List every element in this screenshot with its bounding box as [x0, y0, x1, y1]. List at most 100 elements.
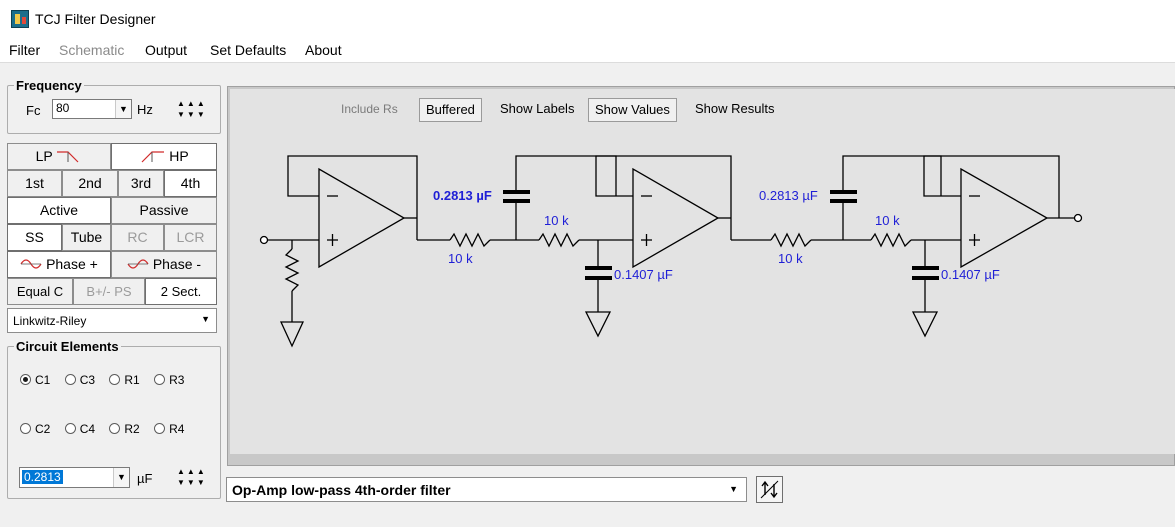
element-unit: µF [137, 471, 153, 486]
circuit-elements-group: Circuit Elements [7, 339, 221, 499]
radio-r3[interactable]: R3 [154, 373, 184, 387]
label-c2-stage1: 0.1407 µF [614, 267, 673, 282]
radio-c3-label: C3 [79, 373, 96, 387]
radio-icon [109, 374, 121, 385]
radio-icon [20, 423, 31, 434]
element-value-combo[interactable]: 0.2813 ▼ [19, 467, 130, 488]
show-values-toggle[interactable]: Show Values [588, 98, 677, 122]
spin-down-icon[interactable]: ▼▼▼ [177, 478, 207, 487]
schematic-frame: Include Rs Buffered Show Labels Show Val… [227, 86, 1175, 466]
sine-wave-icon [20, 259, 42, 269]
order-4-button[interactable]: 4th [164, 170, 217, 197]
phase-plus-label: Phase + [46, 256, 98, 272]
active-button[interactable]: Active [7, 197, 111, 224]
order-2-button[interactable]: 2nd [62, 170, 118, 197]
frequency-combo[interactable]: 80 ▼ [52, 99, 132, 119]
label-r1-stage2: 10 k [778, 251, 803, 266]
ss-button[interactable]: SS [7, 224, 62, 251]
radio-c3[interactable]: C3 [64, 373, 96, 387]
menu-filter[interactable]: Filter [9, 42, 41, 58]
phase-plus-button[interactable]: Phase + [7, 251, 111, 278]
radio-icon [64, 423, 76, 434]
radio-r1[interactable]: R1 [109, 373, 140, 387]
order-1-button[interactable]: 1st [7, 170, 62, 197]
highpass-icon [141, 151, 165, 163]
ground-icon [911, 311, 939, 338]
radio-selected-icon [20, 374, 31, 385]
radio-c4[interactable]: C4 [64, 422, 96, 436]
show-results-toggle[interactable]: Show Results [695, 101, 775, 116]
frequency-unit: Hz [137, 102, 153, 117]
resistor-r1-icon [449, 232, 491, 248]
radio-r2[interactable]: R2 [109, 422, 140, 436]
chevron-down-icon[interactable]: ▼ [115, 100, 131, 118]
hp-button[interactable]: HP [111, 143, 217, 170]
radio-icon [109, 423, 121, 434]
lowpass-icon [57, 151, 79, 163]
radio-c2[interactable]: C2 [20, 422, 50, 436]
op-amp-3-icon [960, 167, 1049, 269]
chevron-down-icon[interactable]: ▼ [201, 314, 210, 324]
menu-set-defaults[interactable]: Set Defaults [210, 42, 287, 58]
schematic-canvas: Include Rs Buffered Show Labels Show Val… [230, 89, 1175, 454]
filter-description-value: Op-Amp low-pass 4th-order filter [232, 482, 451, 498]
radio-c1[interactable]: C1 [20, 373, 50, 387]
label-r1-stage1: 10 k [448, 251, 473, 266]
label-c2-stage2: 0.1407 µF [941, 267, 1000, 282]
lp-button[interactable]: LP [7, 143, 111, 170]
fc-label: Fc [26, 103, 41, 118]
label-r2-stage2: 10 k [875, 213, 900, 228]
ground-icon [584, 311, 612, 338]
tube-button[interactable]: Tube [62, 224, 111, 251]
spin-up-icon[interactable]: ▲▲▲ [177, 99, 207, 108]
resistor-r3-icon [770, 232, 812, 248]
input-resistor-icon [284, 248, 300, 292]
radio-r3-label: R3 [169, 373, 185, 387]
radio-r2-label: R2 [124, 422, 140, 436]
hp-label: HP [169, 148, 189, 164]
spin-down-icon[interactable]: ▼▼▼ [177, 110, 207, 119]
phase-minus-button[interactable]: Phase - [111, 251, 217, 278]
element-spinner[interactable]: ▲▲▲ ▼▼▼ [175, 467, 211, 489]
resistor-r4-icon [870, 232, 912, 248]
lcr-button[interactable]: LCR [164, 224, 217, 251]
radio-c1-label: C1 [35, 373, 51, 387]
frequency-value: 80 [56, 101, 70, 115]
radio-c4-label: C4 [79, 422, 96, 436]
alignment-value: Linkwitz-Riley [13, 314, 87, 328]
filter-description-select[interactable]: Op-Amp low-pass 4th-order filter ▼ [226, 477, 747, 502]
rc-button[interactable]: RC [111, 224, 164, 251]
label-c1-stage1: 0.2813 µF [433, 188, 492, 203]
circuit-elements-legend: Circuit Elements [16, 339, 119, 354]
alignment-select[interactable]: Linkwitz-Riley ▼ [7, 308, 217, 333]
swap-button[interactable] [756, 476, 783, 503]
menu-schematic[interactable]: Schematic [59, 42, 125, 58]
passive-button[interactable]: Passive [111, 197, 217, 224]
spin-up-icon[interactable]: ▲▲▲ [177, 467, 207, 476]
bps-button[interactable]: B+/- PS [73, 278, 145, 305]
two-section-button[interactable]: 2 Sect. [145, 278, 217, 305]
menu-output[interactable]: Output [145, 42, 188, 58]
equal-c-button[interactable]: Equal C [7, 278, 73, 305]
app-icon [11, 10, 29, 28]
frequency-group: Frequency [7, 78, 221, 134]
radio-r4[interactable]: R4 [154, 422, 184, 436]
order-3-button[interactable]: 3rd [118, 170, 164, 197]
radio-r1-label: R1 [124, 373, 140, 387]
label-r2-stage1: 10 k [544, 213, 569, 228]
resistor-r2-icon [538, 232, 580, 248]
phase-minus-label: Phase - [152, 256, 202, 272]
radio-icon [154, 423, 166, 434]
include-rs-toggle[interactable]: Include Rs [341, 102, 398, 116]
frequency-legend: Frequency [16, 78, 82, 93]
show-labels-toggle[interactable]: Show Labels [500, 101, 575, 116]
chevron-down-icon[interactable]: ▼ [729, 484, 738, 494]
circuit-schematic: 0.2813 µF 10 k 10 k 0.1407 µF 0.2813 µF … [259, 155, 1083, 348]
chevron-down-icon[interactable]: ▼ [113, 468, 129, 487]
swap-arrows-icon [760, 480, 779, 499]
frequency-spinner[interactable]: ▲▲▲ ▼▼▼ [175, 99, 211, 121]
elements-radio-row-1: C1 C3 R1 R3 [20, 373, 195, 387]
input-terminal-icon [259, 235, 269, 245]
buffered-toggle[interactable]: Buffered [419, 98, 482, 122]
menu-about[interactable]: About [305, 42, 342, 58]
